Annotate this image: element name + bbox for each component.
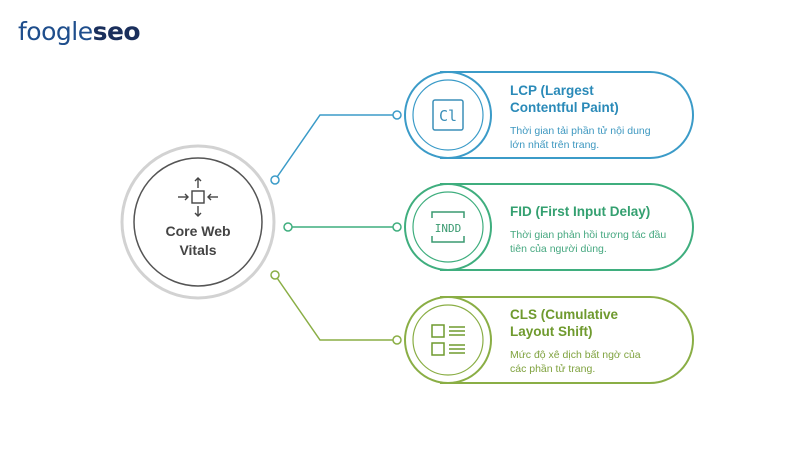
- lcp-icon: Cl: [432, 99, 464, 131]
- lcp-card-outline: [440, 71, 694, 159]
- cls-description: Mức độ xê dịch bất ngờ của các phần tử t…: [510, 349, 641, 375]
- logo-part-1: foogle: [18, 17, 93, 46]
- fid-card-outline: [440, 183, 694, 271]
- focus-arrows-icon: [178, 177, 218, 217]
- fid-connector-start-dot: [283, 222, 293, 232]
- lcp-connector: [274, 114, 397, 181]
- fid-icon: INDD: [431, 211, 465, 243]
- layout-grid-icon: [431, 324, 465, 356]
- hub-inner-ring: [133, 157, 263, 287]
- cls-connector: [274, 274, 397, 341]
- cls-title: CLS (Cumulative Layout Shift): [510, 307, 619, 339]
- fid-title: FID (First Input Delay): [510, 204, 651, 219]
- cls-card-outline: [440, 296, 694, 384]
- cls-connector-start-dot: [270, 270, 280, 280]
- lcp-connector-start-dot: [270, 175, 280, 185]
- fid-icon-inner-circle: [412, 191, 484, 263]
- lcp-icon-inner-circle: [412, 79, 484, 151]
- lcp-connector-end-dot: [392, 110, 402, 120]
- fid-icon-text: INDD: [435, 222, 462, 235]
- lcp-icon-text: Cl: [439, 107, 457, 125]
- fid-connector-end-dot: [392, 222, 402, 232]
- fid-description: Thời gian phản hồi tương tác đầu tiên củ…: [510, 229, 667, 255]
- core-web-vitals-label: Core Web Vitals: [165, 223, 231, 258]
- logo-part-2: seo: [92, 17, 141, 46]
- cls-icon-inner-circle: [412, 304, 484, 376]
- foogleseo-logo: foogleseo: [18, 12, 141, 52]
- cls-connector-end-dot: [392, 335, 402, 345]
- lcp-description: Thời gian tải phần tử nội dung lớn nhất …: [510, 125, 651, 151]
- lcp-title: LCP (Largest Contentful Paint): [510, 83, 619, 115]
